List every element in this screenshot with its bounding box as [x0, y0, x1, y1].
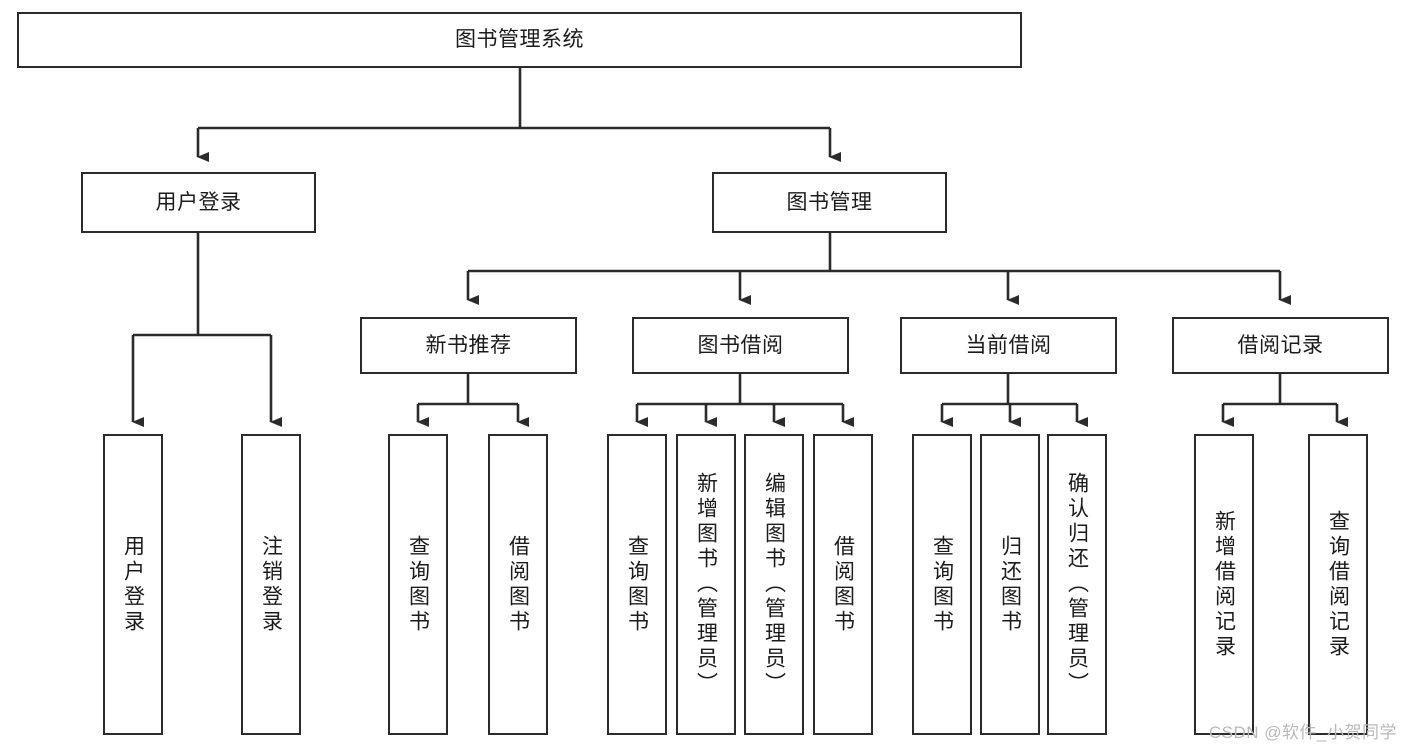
node-leaf-query-book-1-label: 查询图书	[406, 534, 430, 635]
node-book-manage[interactable]: 图书管理	[712, 172, 947, 233]
node-new-book-recommend-label: 新书推荐	[425, 333, 512, 357]
node-leaf-edit-book-label: 编辑图书（管理员）	[762, 472, 786, 697]
node-book-borrow-label: 图书借阅	[697, 333, 784, 357]
node-leaf-add-book-label: 新增图书（管理员）	[694, 472, 718, 697]
node-root-label: 图书管理系统	[455, 28, 584, 52]
node-leaf-return-book-label: 归还图书	[998, 534, 1022, 635]
node-leaf-query-book-3[interactable]: 查询图书	[912, 434, 972, 735]
node-leaf-add-record-label: 新增借阅记录	[1212, 509, 1236, 660]
node-user-login[interactable]: 用户登录	[81, 172, 316, 233]
node-leaf-query-book-2[interactable]: 查询图书	[607, 434, 667, 735]
node-leaf-borrow-book-1[interactable]: 借阅图书	[488, 434, 548, 735]
node-leaf-borrow-book-1-label: 借阅图书	[506, 534, 530, 635]
node-leaf-query-book-2-label: 查询图书	[625, 534, 649, 635]
node-user-login-label: 用户登录	[155, 190, 242, 214]
node-borrow-record-label: 借阅记录	[1237, 333, 1324, 357]
node-leaf-return-book[interactable]: 归还图书	[980, 434, 1040, 735]
node-leaf-confirm-return[interactable]: 确认归还（管理员）	[1047, 434, 1107, 735]
node-leaf-user-login[interactable]: 用户登录	[103, 434, 163, 735]
node-leaf-user-logout-label: 注销登录	[259, 534, 283, 635]
node-leaf-query-book-1[interactable]: 查询图书	[388, 434, 448, 735]
node-leaf-add-record[interactable]: 新增借阅记录	[1194, 434, 1254, 735]
node-leaf-query-record[interactable]: 查询借阅记录	[1308, 434, 1368, 735]
node-book-borrow[interactable]: 图书借阅	[632, 317, 849, 374]
node-leaf-confirm-return-label: 确认归还（管理员）	[1065, 472, 1089, 697]
node-root[interactable]: 图书管理系统	[17, 12, 1022, 68]
node-new-book-recommend[interactable]: 新书推荐	[360, 317, 577, 374]
node-leaf-user-login-label: 用户登录	[121, 534, 145, 635]
node-leaf-borrow-book-2[interactable]: 借阅图书	[813, 434, 873, 735]
node-book-manage-label: 图书管理	[786, 190, 873, 214]
node-borrow-record[interactable]: 借阅记录	[1172, 317, 1389, 374]
node-leaf-query-record-label: 查询借阅记录	[1326, 509, 1350, 660]
node-current-borrow[interactable]: 当前借阅	[900, 317, 1117, 374]
node-leaf-query-book-3-label: 查询图书	[930, 534, 954, 635]
node-leaf-add-book[interactable]: 新增图书（管理员）	[676, 434, 736, 735]
node-leaf-user-logout[interactable]: 注销登录	[241, 434, 301, 735]
node-current-borrow-label: 当前借阅	[965, 333, 1052, 357]
node-leaf-edit-book[interactable]: 编辑图书（管理员）	[744, 434, 804, 735]
node-leaf-borrow-book-2-label: 借阅图书	[831, 534, 855, 635]
csdn-watermark: CSDN @软件_小贺同学	[1208, 723, 1397, 742]
